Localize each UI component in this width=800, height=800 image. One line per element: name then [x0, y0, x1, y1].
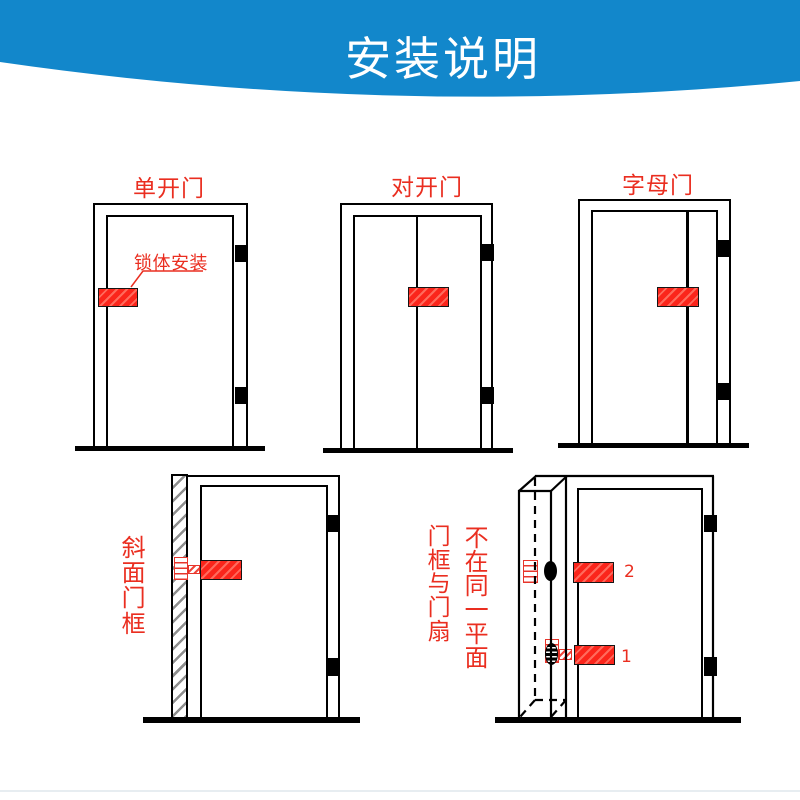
double-door-title: 对开门: [391, 175, 463, 201]
lower-lock-number: 1: [621, 647, 632, 667]
strike-plate-icon: [523, 560, 538, 583]
double-door-center-seam: [416, 217, 418, 448]
mother-son-door-title: 字母门: [622, 173, 694, 199]
hinge-icon: [235, 245, 248, 262]
lock-body-icon: [574, 645, 615, 665]
offset-plane-label-left: 门框与门扇: [427, 524, 451, 645]
lock-body-icon: [98, 288, 138, 307]
lock-body-icon: [408, 287, 449, 307]
single-door-title: 单开门: [133, 176, 205, 202]
hinge-icon: [704, 657, 717, 676]
lock-cylinder-icon: [545, 643, 558, 665]
hinge-icon: [327, 658, 340, 676]
slanted-frame-label: 斜面门框: [121, 534, 146, 638]
footer-divider: [0, 790, 800, 792]
hinge-icon: [704, 515, 717, 532]
hinge-icon: [718, 383, 731, 400]
header-banner-shape: [0, 0, 800, 97]
lock-install-label: 锁体安装: [134, 253, 208, 274]
strike-plate-icon: [174, 557, 188, 580]
hinge-icon: [481, 387, 494, 404]
mother-son-door-divider: [686, 212, 689, 443]
double-door-frame: [340, 203, 493, 448]
lock-body-icon: [573, 562, 614, 583]
frame-top-line: [188, 475, 340, 477]
offset-plane-door-leaf: [577, 488, 703, 718]
ground-line: [558, 443, 749, 448]
single-door-frame: [93, 203, 248, 446]
double-door-leaf: [353, 215, 482, 448]
hinge-icon: [718, 240, 731, 257]
ground-line: [75, 446, 265, 451]
hinge-icon: [481, 244, 494, 261]
upper-lock-number: 2: [624, 562, 635, 582]
slanted-frame-column: [171, 474, 188, 718]
slanted-frame-door-leaf: [200, 485, 328, 718]
header-banner: [0, 0, 800, 97]
lock-bolt-icon: [559, 649, 572, 660]
ground-line: [323, 448, 513, 453]
offset-plane-label-right: 不在同一平面: [464, 524, 489, 672]
lock-cylinder-icon: [544, 561, 557, 581]
ground-line: [143, 717, 360, 723]
frame-right-line: [338, 475, 340, 718]
lock-body-icon: [657, 287, 699, 307]
lock-bolt-icon: [188, 565, 200, 574]
lock-body-icon: [200, 560, 242, 580]
single-door-leaf: [106, 215, 234, 446]
ground-line: [495, 717, 741, 723]
page-title: 安装说明: [345, 32, 541, 86]
mother-son-door-frame: [578, 199, 731, 443]
hinge-icon: [235, 387, 248, 404]
mother-son-door-leaf: [591, 210, 718, 443]
hinge-icon: [327, 515, 340, 532]
